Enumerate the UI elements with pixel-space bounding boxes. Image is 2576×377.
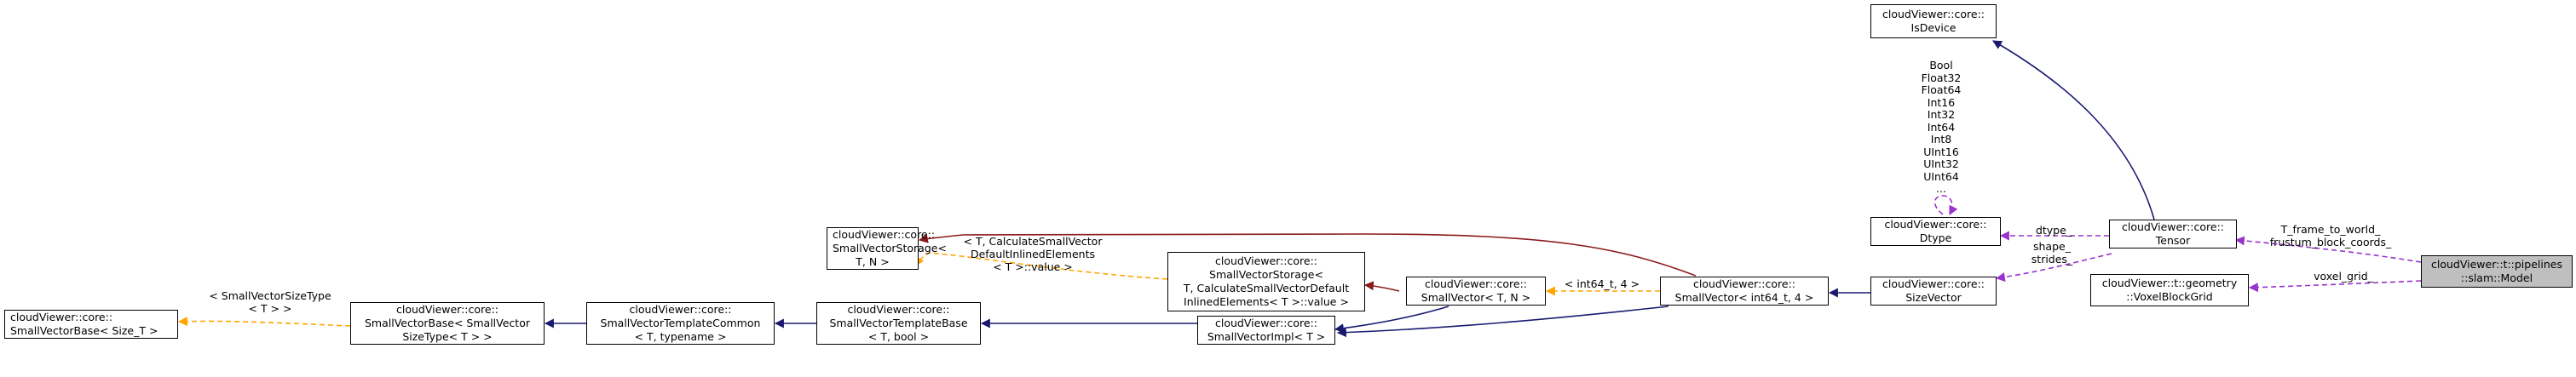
node-line: ::VoxelBlockGrid	[2126, 290, 2213, 303]
edge-label-dtype-values: Bool Float32 Float64 Int16 Int32 Int64 I…	[1916, 59, 1967, 196]
node-line: cloudViewer::core::	[847, 303, 950, 316]
edge-label-line: dtype_	[2035, 224, 2072, 237]
edge-label-line: UInt64	[1923, 169, 1959, 183]
edge-label-shape-strides: shape_ strides_	[2026, 240, 2078, 266]
node-line: cloudViewer::core::	[2121, 220, 2225, 233]
node-small-vector-template-base[interactable]: cloudViewer::core:: SmallVectorTemplateB…	[816, 302, 981, 345]
node-line: T, N >	[856, 255, 890, 268]
node-line: SizeVector	[1905, 291, 1962, 304]
edge-label-line: Float64	[1921, 83, 1962, 96]
node-line: < T, typename >	[634, 330, 727, 343]
node-small-vector-tn[interactable]: cloudViewer::core:: SmallVector< T, N >	[1406, 277, 1546, 306]
node-line: SmallVectorStorage<	[1209, 268, 1323, 281]
node-small-vector-impl[interactable]: cloudViewer::core:: SmallVectorImpl< T >	[1197, 316, 1335, 345]
node-line: SmallVectorImpl< T >	[1207, 330, 1326, 343]
node-line: IsDevice	[1910, 21, 1956, 34]
node-is-device[interactable]: cloudViewer::core:: IsDevice	[1870, 4, 1997, 38]
node-small-vector-base[interactable]: cloudViewer::core:: SmallVectorBase< Siz…	[4, 310, 178, 339]
node-line: SmallVectorTemplateBase	[829, 317, 968, 329]
node-line: Tensor	[2155, 234, 2191, 247]
node-small-vector-storage[interactable]: cloudViewer::core:: SmallVectorStorage< …	[827, 227, 947, 270]
node-line: SmallVectorTemplateCommon	[600, 317, 761, 329]
edge-label-line: strides_	[2031, 253, 2073, 266]
edge-inherit-smallvector-int64	[1336, 306, 1669, 338]
edge-label-dtype: dtype_	[2028, 224, 2079, 237]
edge-label-line: UInt16	[1923, 145, 1959, 158]
edge-label-voxel-grid: voxel_grid_	[2309, 270, 2377, 283]
node-line: ::slam::Model	[2460, 271, 2533, 284]
node-line: cloudViewer::core::	[1882, 8, 1985, 20]
node-line: cloudViewer::core::	[629, 303, 732, 316]
node-line: cloudViewer::core::	[10, 311, 113, 323]
edge-template-storage	[914, 252, 1168, 280]
node-line: cloudViewer::core::	[1884, 218, 1987, 231]
edge-label-line: shape_	[2033, 240, 2071, 253]
node-small-vector-base-sizetype[interactable]: cloudViewer::core:: SmallVectorBase< Sma…	[350, 302, 545, 345]
node-line: SizeType< T > >	[402, 330, 493, 343]
edge-label-line: UInt32	[1923, 157, 1959, 170]
edge-label-line: Int16	[1927, 95, 1956, 109]
edge-label-line: < int64_t, 4 >	[1564, 277, 1640, 290]
node-line: < T, bool >	[867, 330, 930, 343]
node-small-vector-template-common[interactable]: cloudViewer::core:: SmallVectorTemplateC…	[586, 302, 775, 345]
edge-usage-tensor	[2234, 236, 2422, 263]
node-line: InlinedElements< T >::value >	[1184, 295, 1349, 308]
node-small-vector-int64[interactable]: cloudViewer::core:: SmallVector< int64_t…	[1660, 277, 1829, 306]
edge-label-line: frustum_block_coords_	[2269, 236, 2392, 248]
node-line: cloudViewer::core::	[833, 228, 936, 241]
edge-label-line: DefaultInlinedElements	[970, 248, 1096, 260]
edge-label-line: < T, CalculateSmallVector	[963, 235, 1103, 248]
node-line: cloudViewer::core::	[395, 303, 499, 316]
node-line: cloudViewer::core::	[1692, 277, 1796, 290]
edge-label-line: Int32	[1927, 108, 1956, 121]
edge-label-line: Int8	[1930, 133, 1952, 146]
node-line: SmallVector< int64_t, 4 >	[1674, 291, 1814, 304]
edge-label-int64-4: < int64_t, 4 >	[1559, 277, 1645, 290]
node-line: cloudViewer::core::	[1424, 277, 1528, 290]
node-size-vector[interactable]: cloudViewer::core:: SizeVector	[1870, 277, 1997, 306]
node-line: T, CalculateSmallVectorDefault	[1183, 282, 1350, 294]
node-small-vector-storage-default[interactable]: cloudViewer::core:: SmallVectorStorage< …	[1167, 252, 1365, 311]
edge-label-smallvector-sizetype: < SmallVectorSizeType < T > >	[198, 289, 343, 315]
edge-label-line: Float32	[1921, 71, 1962, 84]
node-line: SmallVector< T, N >	[1421, 291, 1531, 304]
edge-label-t-frame-coords: T_frame_to_world_ frustum_block_coords_	[2258, 223, 2403, 248]
node-line: SmallVectorBase< SmallVector	[365, 317, 530, 329]
edge-label-line: ...	[1936, 182, 1946, 195]
node-voxel-block-grid[interactable]: cloudViewer::t::geometry ::VoxelBlockGri…	[2090, 274, 2249, 306]
edge-storage-int64	[918, 233, 1697, 277]
node-line: SmallVectorBase< Size_T >	[10, 324, 158, 337]
edge-label-line: Bool	[1929, 59, 1953, 71]
node-slam-model[interactable]: cloudViewer::t::pipelines ::slam::Model	[2421, 255, 2573, 288]
edge-label-line: voxel_grid_	[2314, 270, 2373, 283]
node-line: Dtype	[1919, 231, 1952, 244]
node-tensor[interactable]: cloudViewer::core:: Tensor	[2109, 220, 2237, 248]
edge-label-line: < SmallVectorSizeType	[209, 289, 331, 302]
node-line: cloudViewer::t::geometry	[2101, 277, 2238, 289]
edge-label-line: T_frame_to_world_	[2280, 223, 2381, 236]
edge-usage-sizevector	[1995, 253, 2112, 282]
edge-usage-voxelgrid	[2248, 280, 2422, 293]
edge-label-line: Int64	[1927, 120, 1956, 134]
edge-label-line: < T > >	[248, 302, 292, 315]
node-line: cloudViewer::core::	[1214, 317, 1318, 329]
edge-usage-dtype-self	[1933, 195, 1958, 215]
edge-inherit-smallvector-tn	[1334, 306, 1449, 334]
node-line: cloudViewer::t::pipelines	[2431, 258, 2562, 271]
edge-label-line: < T >::value >	[993, 260, 1073, 273]
edge-storage-tn	[1363, 281, 1400, 292]
edge-inherit-isdevice	[1992, 40, 2155, 220]
node-line: cloudViewer::core::	[1882, 277, 1985, 290]
node-dtype[interactable]: cloudViewer::core:: Dtype	[1870, 217, 2001, 246]
node-line: cloudViewer::core::	[1214, 254, 1318, 267]
edge-template-smallvectorbase	[177, 317, 351, 327]
edge-label-calc-inlined: < T, CalculateSmallVector DefaultInlined…	[948, 235, 1118, 273]
node-line: SmallVectorStorage<	[833, 242, 947, 254]
